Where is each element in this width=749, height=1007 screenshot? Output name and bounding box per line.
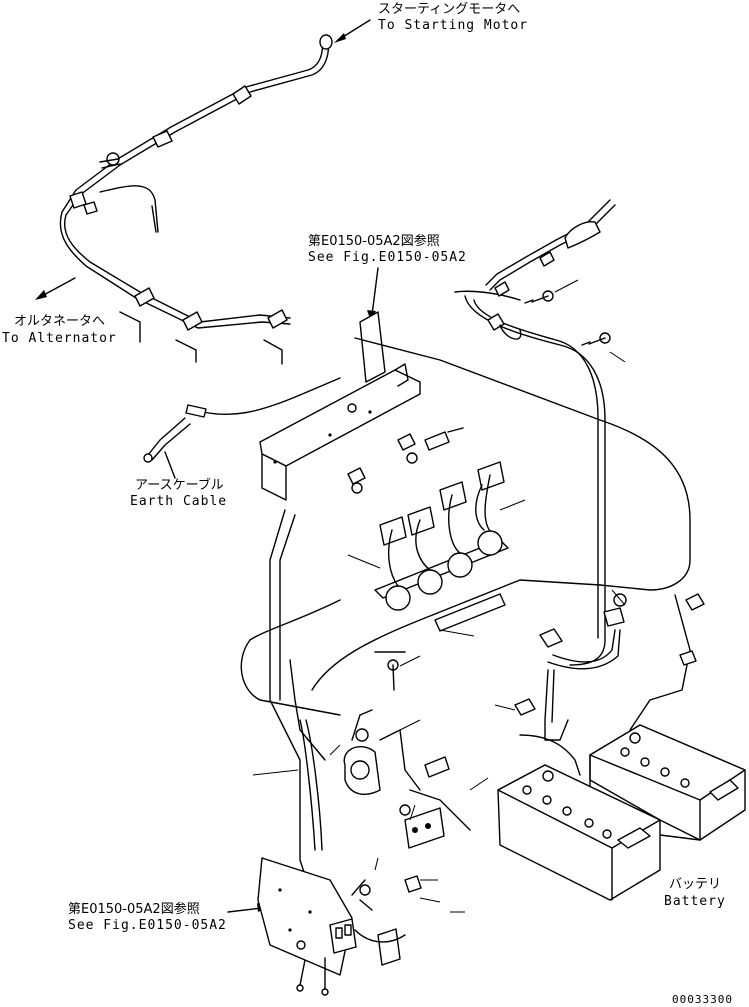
battery-switch-area	[252, 651, 489, 849]
see-fig-top-callout: 第E0150-05A2図参照 See Fig.E0150-05A2	[308, 233, 467, 322]
main-harness	[240, 290, 691, 891]
earth-cable-callout: アースケーブル Earth Cable	[130, 451, 227, 509]
relay-leader-3	[499, 499, 526, 511]
alternator-label-en: To Alternator	[2, 331, 117, 346]
starting-motor-label-jp: スターティングモータへ	[378, 2, 520, 17]
earth-cable-leader	[164, 451, 176, 479]
drawing-number: 00033300	[672, 993, 733, 1006]
battery-label-en: Battery	[664, 894, 726, 909]
earth-cable-label-jp: アースケーブル	[135, 477, 224, 493]
battery-label-jp: バッテリ	[669, 877, 721, 892]
battery-rear	[589, 724, 746, 841]
alternator-arrow	[39, 277, 76, 298]
starting-motor-label-en: To Starting Motor	[378, 18, 528, 33]
see-fig-bottom-label-en: See Fig.E0150-05A2	[68, 918, 227, 933]
alternator-arrowhead	[35, 290, 47, 300]
starting-motor-callout: スターティングモータへ To Starting Motor	[334, 2, 528, 43]
lower-panel	[257, 804, 465, 996]
see-fig-bottom-callout: 第E0150-05A2図参照 See Fig.E0150-05A2	[68, 901, 268, 933]
see-fig-bottom-label-jp: 第E0150-05A2図参照	[68, 901, 200, 917]
earth-cable	[143, 377, 341, 463]
see-fig-top-leader	[371, 267, 379, 316]
starter-cable	[59, 34, 333, 365]
see-fig-bottom-leader	[227, 907, 263, 913]
relay-bracket	[259, 311, 464, 501]
alternator-label-jp: オルタネータへ	[14, 314, 105, 329]
earth-cable-label-en: Earth Cable	[130, 494, 227, 509]
alternator-callout: オルタネータへ To Alternator	[2, 277, 117, 346]
fusible-link-cable	[485, 199, 626, 363]
battery-relays	[347, 461, 526, 637]
battery-callout: バッテリ Battery	[664, 877, 726, 909]
relay-leader-1	[347, 554, 381, 569]
see-fig-top-label-en: See Fig.E0150-05A2	[308, 250, 467, 265]
see-fig-top-label-jp: 第E0150-05A2図参照	[308, 233, 440, 249]
battery-cables	[494, 589, 705, 776]
battery-front	[497, 764, 661, 901]
starting-motor-arrowhead	[334, 33, 346, 43]
relay-leader-2	[439, 629, 475, 637]
